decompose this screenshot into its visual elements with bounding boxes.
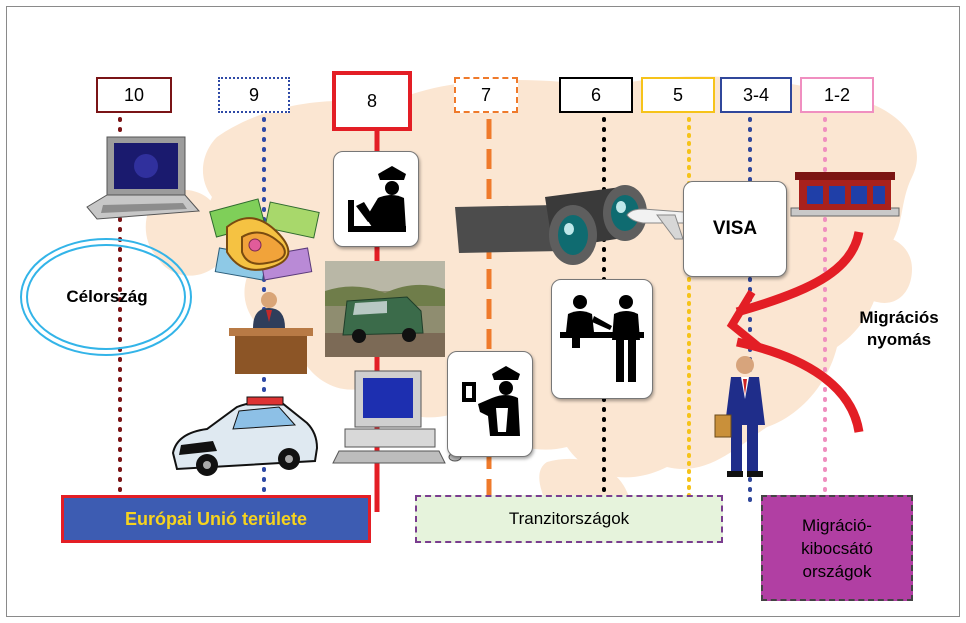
transit-region-band: Tranzitországok xyxy=(415,495,723,543)
passport-control-tile xyxy=(447,351,533,457)
businessman-icon xyxy=(714,356,765,477)
level-box-8: 8 xyxy=(332,71,412,131)
level-box-9: 9 xyxy=(218,77,290,113)
border-patrol-photo xyxy=(325,261,445,357)
embassy-building-icon xyxy=(790,172,900,217)
target-country-ellipse xyxy=(20,238,192,356)
handshake-icon xyxy=(209,198,320,281)
diagram-frame: 10 9 8 7 6 5 3-4 1-2 VISA Célország Migr… xyxy=(6,6,960,617)
passport-control-icon xyxy=(462,366,520,436)
level-box-7: 7 xyxy=(454,77,518,113)
level-box-3-4: 3-4 xyxy=(720,77,792,113)
level-box-1-2: 1-2 xyxy=(800,77,874,113)
check-in-counter-tile xyxy=(551,279,653,399)
police-car-icon xyxy=(171,396,319,476)
migration-pressure-label: Migrációs nyomás xyxy=(859,308,939,349)
level-box-5: 5 xyxy=(641,77,715,113)
desktop-computer-icon xyxy=(332,370,462,464)
laptop-icon xyxy=(86,136,201,220)
official-at-desk-icon xyxy=(229,292,313,374)
origin-region-band: Migráció- kibocsátó országok xyxy=(761,495,913,601)
eu-region-band: Európai Unió területe xyxy=(61,495,371,543)
level-box-10: 10 xyxy=(96,77,172,113)
visa-label: VISA xyxy=(712,218,758,239)
border-guard-tile xyxy=(333,151,419,247)
migration-pressure-arrows xyxy=(726,230,864,433)
visa-tile: VISA xyxy=(683,181,787,277)
border-guard-icon xyxy=(348,166,406,232)
binoculars-icon xyxy=(455,185,647,265)
check-in-counter-icon xyxy=(560,295,644,382)
target-country-label: Célország xyxy=(66,287,148,306)
level-box-6: 6 xyxy=(559,77,633,113)
